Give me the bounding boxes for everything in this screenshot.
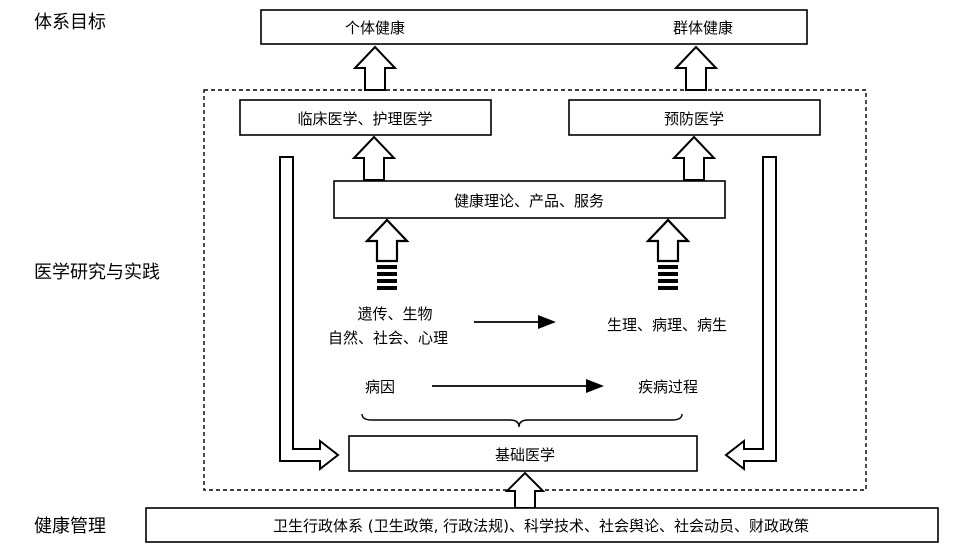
factor-nature-society: 自然、社会、心理	[328, 329, 448, 347]
label-medical-research: 医学研究与实践	[34, 262, 160, 283]
arrow-up-preventive-to-group	[673, 45, 719, 91]
management-bar	[145, 507, 939, 543]
grouping-brace	[361, 413, 683, 428]
label-health-management: 健康管理	[34, 516, 106, 537]
left-feedback-arrow	[279, 156, 340, 472]
arrow-up-theory-to-preventive	[671, 135, 717, 181]
label-system-goal: 体系目标	[34, 12, 106, 33]
arrow-up-theory-to-clinical	[351, 135, 397, 181]
clinical-label: 临床医学、护理医学	[297, 110, 432, 128]
basic-medicine-box	[348, 435, 698, 472]
theory-label: 健康理论、产品、服务	[454, 192, 604, 210]
factor-genetic-bio: 遗传、生物	[357, 305, 432, 323]
process-label: 疾病过程	[638, 378, 698, 396]
management-bar-label: 卫生行政体系 (卫生政策, 行政法规)、科学技术、社会舆论、社会动员、财政政策	[273, 517, 809, 535]
theory-box	[333, 180, 726, 219]
arrow-cause-to-process-head	[586, 379, 604, 393]
cause-label: 病因	[365, 378, 395, 396]
striped-arrow-left	[364, 218, 410, 290]
clinical-box	[239, 99, 492, 136]
preventive-box	[568, 99, 821, 136]
individual-health-label: 个体健康	[345, 19, 405, 37]
basic-medicine-label: 基础医学	[495, 446, 555, 464]
striped-arrow-right	[645, 218, 691, 290]
outcome-label: 生理、病理、病生	[607, 316, 727, 334]
arrow-factors-to-outcome-head	[538, 315, 556, 329]
right-feedback-arrow	[724, 156, 777, 472]
arrow-up-management-to-basic	[504, 471, 546, 509]
arrow-up-clinical-to-individual	[352, 45, 398, 91]
preventive-label: 预防医学	[664, 110, 724, 128]
goal-box	[260, 9, 808, 45]
group-health-label: 群体健康	[673, 19, 733, 37]
